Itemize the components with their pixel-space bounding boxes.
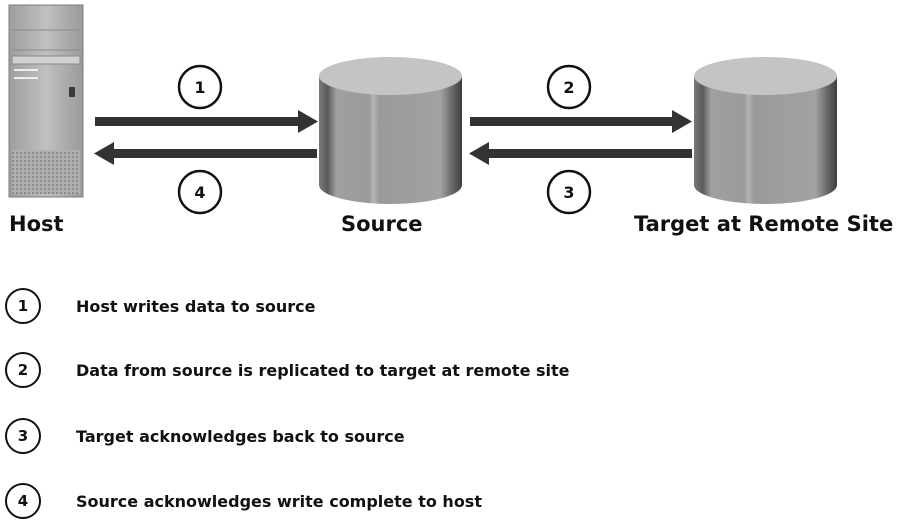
target-label: Target at Remote Site (634, 212, 894, 236)
legend-item-3: 3 Target acknowledges back to source (5, 416, 405, 456)
svg-text:4: 4 (194, 183, 205, 202)
legend-item-1: 1 Host writes data to source (5, 286, 315, 326)
arrow-source-to-target (470, 110, 692, 133)
host-label: Host (9, 212, 64, 236)
arrow-source-to-host (94, 142, 317, 165)
legend-text: Host writes data to source (76, 296, 316, 316)
svg-text:1: 1 (194, 78, 205, 97)
legend-text: Source acknowledges write complete to ho… (76, 491, 482, 511)
legend-number: 3 (5, 418, 41, 454)
step-1-badge: 1 (177, 64, 223, 110)
source-label: Source (341, 212, 423, 236)
target-disk-icon (694, 57, 837, 204)
svg-text:3: 3 (563, 183, 574, 202)
legend-number: 2 (5, 352, 41, 388)
legend-item-2: 2 Data from source is replicated to targ… (5, 350, 570, 390)
legend-item-4: 4 Source acknowledges write complete to … (5, 481, 482, 521)
step-2-badge: 2 (546, 64, 592, 110)
step-4-badge: 4 (177, 169, 223, 215)
step-3-badge: 3 (546, 169, 592, 215)
arrow-host-to-source (95, 110, 318, 133)
legend-text: Data from source is replicated to target… (76, 360, 570, 380)
legend-number: 4 (5, 483, 41, 519)
host-server-icon (8, 4, 84, 198)
legend-text: Target acknowledges back to source (76, 426, 405, 446)
arrow-target-to-source (469, 142, 692, 165)
svg-text:2: 2 (563, 78, 574, 97)
legend-number: 1 (5, 288, 41, 324)
source-disk-icon (319, 57, 462, 204)
